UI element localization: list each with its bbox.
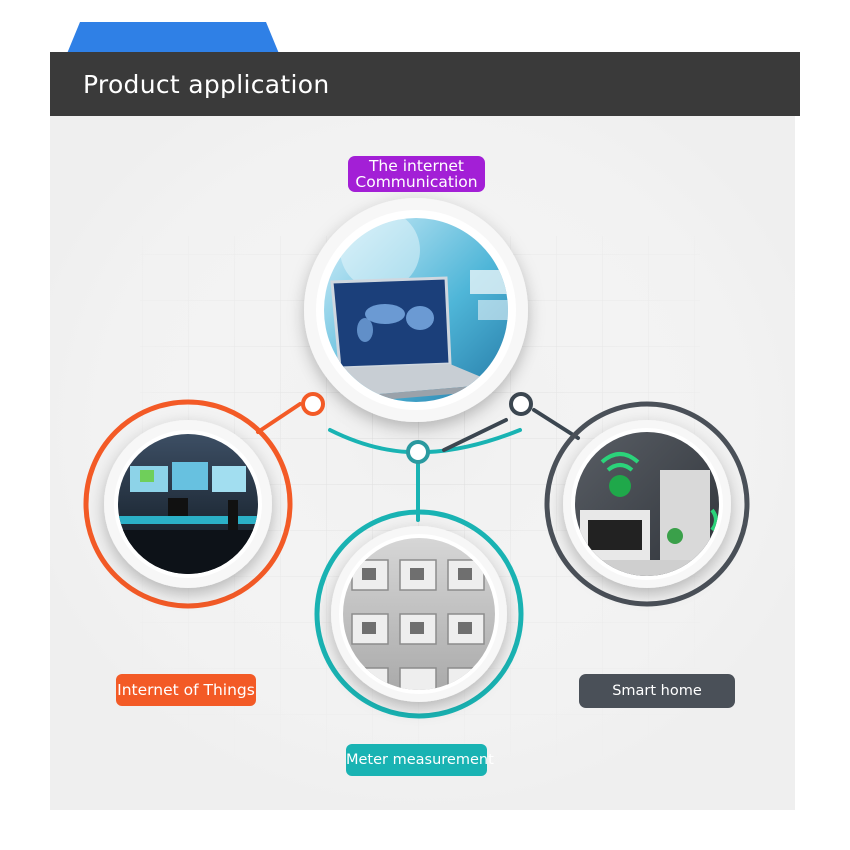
internet-communication-label-line1: The internet: [368, 157, 465, 175]
node-orange: [301, 392, 325, 416]
meter-measurement-label: Meter measurement: [346, 744, 494, 776]
connector-orange: [256, 402, 302, 434]
internet-of-things-label: Internet of Things: [116, 674, 256, 706]
internet-communication-circle: [304, 198, 528, 422]
section-header: Product application: [50, 52, 800, 116]
node-teal: [406, 440, 430, 464]
studio-screens-icon: [118, 434, 258, 574]
meter-measurement-circle: [314, 509, 524, 719]
smart-home-wifi-icon: [575, 432, 719, 576]
laptop-world-map-icon: [330, 276, 500, 402]
page-title: Product application: [83, 70, 330, 99]
header-tab-accent: [66, 22, 280, 56]
smart-home-circle: [544, 401, 750, 607]
connector-gray: [442, 408, 580, 452]
meter-boxes-icon: [343, 538, 495, 690]
internet-of-things-circle: [83, 399, 293, 609]
node-gray: [509, 392, 533, 416]
internet-communication-label-line2: Communication: [355, 173, 478, 191]
internet-communication-label: The internet Communication: [348, 156, 485, 192]
smart-home-label: Smart home: [579, 674, 735, 708]
